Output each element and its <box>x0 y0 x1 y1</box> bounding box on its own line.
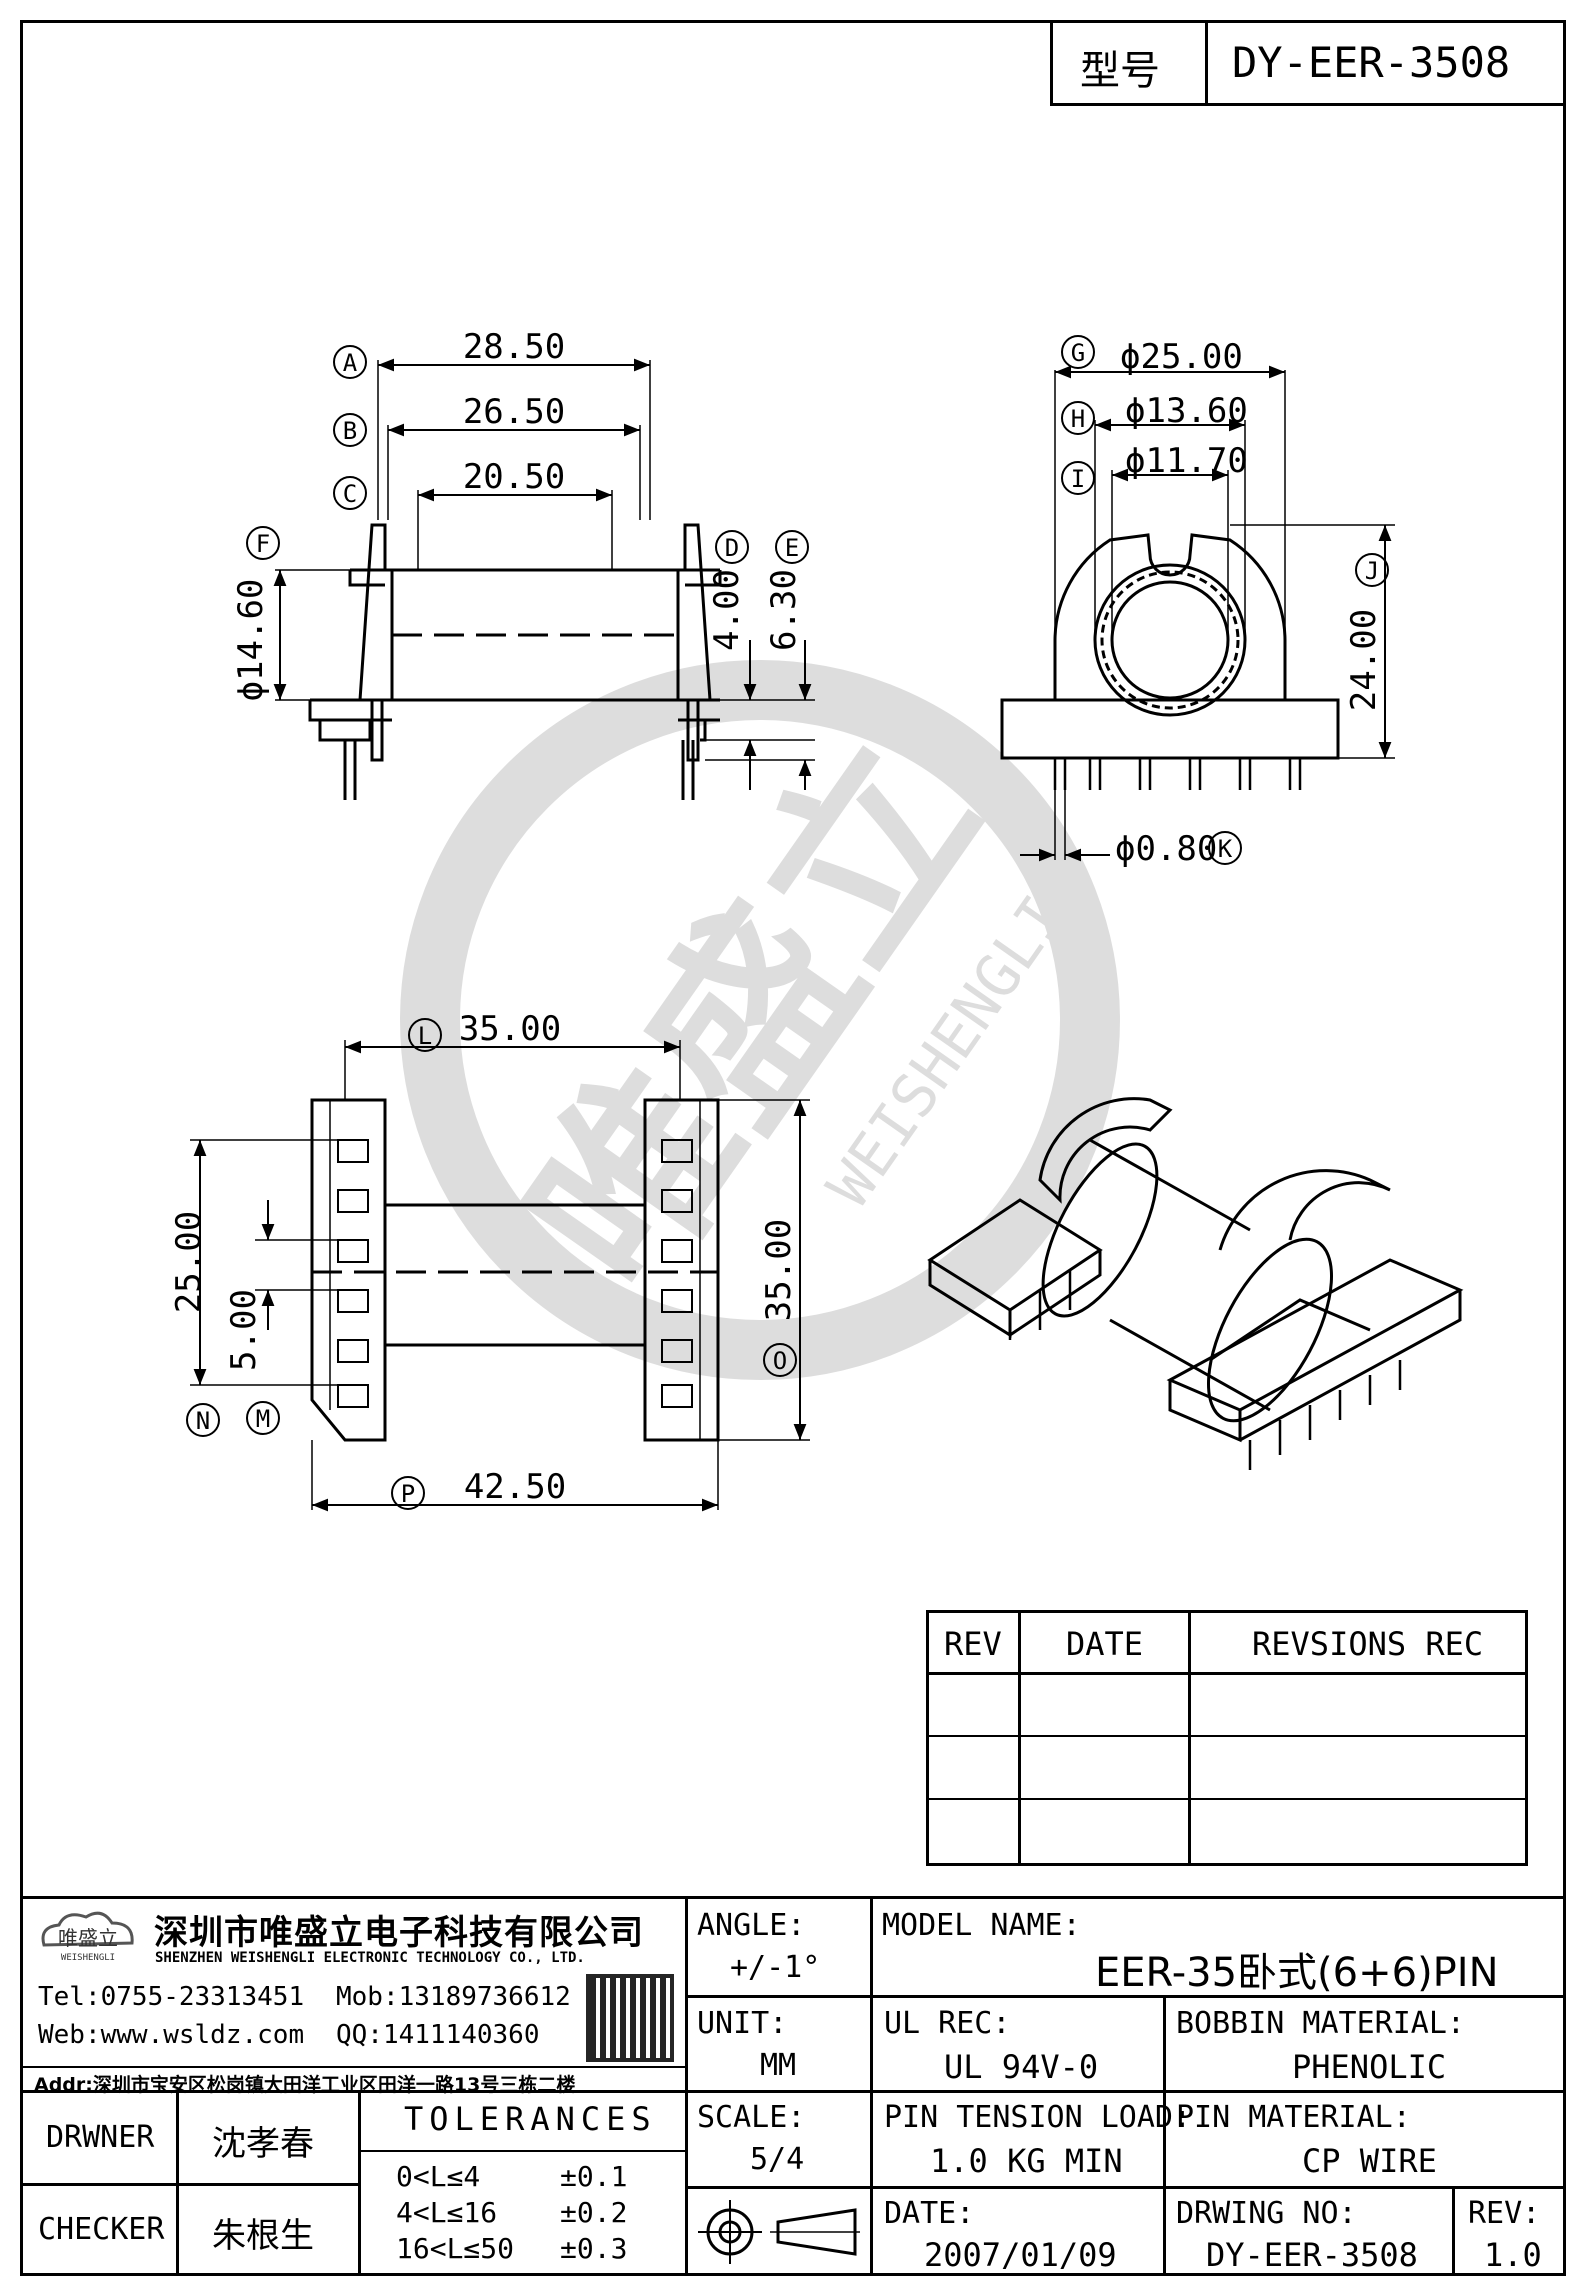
angle-value: +/-1° <box>730 1950 821 1985</box>
marker-g: G <box>1071 339 1085 367</box>
projection-symbol <box>690 2192 870 2272</box>
tolerance-range-3: 16<L≤50 <box>396 2232 515 2265</box>
drawing-no-label: DRWING NO: <box>1176 2196 1357 2231</box>
dim-e: 6.30 <box>764 569 804 651</box>
model-name-value: EER-35卧式(6+6)PIN <box>1095 1950 1499 1996</box>
marker-l: L <box>418 1022 432 1050</box>
marker-j: J <box>1365 557 1379 585</box>
model-name-label: MODEL NAME: <box>882 1908 1081 1943</box>
date-value: 2007/01/09 <box>924 2236 1117 2274</box>
pin-material-label: PIN MATERIAL: <box>1176 2100 1411 2135</box>
dim-l: 35.00 <box>459 1009 561 1049</box>
unit-value: MM <box>760 2048 797 2083</box>
marker-m: M <box>256 1405 270 1433</box>
checker-value: 朱根生 <box>212 2216 314 2256</box>
company-address: Addr:深圳市宝安区松岗镇大田洋工业区田洋一路13号三栋二楼 <box>34 2074 576 2096</box>
marker-f: F <box>256 530 270 558</box>
date-label: DATE: <box>884 2196 975 2231</box>
marker-h: H <box>1071 405 1085 433</box>
scale-label: SCALE: <box>697 2100 806 2135</box>
dim-j: 24.00 <box>1344 609 1384 711</box>
dim-p: 42.50 <box>464 1467 566 1507</box>
drawing-frame <box>20 20 1566 2276</box>
marker-d: D <box>725 534 739 562</box>
marker-i: I <box>1071 465 1085 493</box>
logo-text: 唯盛立 <box>58 1926 118 1950</box>
marker-e: E <box>785 534 799 562</box>
model-label: 型号 <box>1080 48 1160 94</box>
marker-c: C <box>343 480 357 508</box>
isometric-view <box>927 1097 1464 1470</box>
company-tel: Tel:0755-23313451 <box>38 1982 305 2012</box>
date-header: DATE <box>1066 1625 1144 1663</box>
ul-rec-value: UL 94V-0 <box>944 2048 1099 2086</box>
marker-b: B <box>343 417 357 445</box>
marker-a: A <box>343 349 358 377</box>
tolerances-title: TOLERANCES <box>404 2100 657 2138</box>
cloud-logo-icon: 唯盛立 WEISHENGLI <box>41 1911 134 1963</box>
dim-i: ϕ11.70 <box>1125 441 1248 481</box>
dim-b: 26.50 <box>463 392 565 432</box>
tolerance-range-2: 4<L≤16 <box>396 2196 498 2229</box>
unit-label: UNIT: <box>697 2006 788 2041</box>
company-logo: 唯盛立 WEISHENGLI <box>34 1905 142 1965</box>
revisions-rec-header: REVSIONS REC <box>1252 1625 1484 1663</box>
checker-label: CHECKER <box>38 2212 165 2247</box>
dim-c: 20.50 <box>463 457 565 497</box>
title-block <box>20 1896 1566 2276</box>
rev-value: 1.0 <box>1484 2236 1542 2274</box>
dim-a: 28.50 <box>463 327 565 367</box>
tolerance-value-2: ±0.2 <box>560 2196 628 2229</box>
pin-tension-label: PIN TENSION LOAD: <box>884 2100 1192 2135</box>
pin-tension-value: 1.0 KG MIN <box>930 2142 1123 2180</box>
marker-n: N <box>196 1407 210 1435</box>
marker-p: P <box>401 1480 415 1508</box>
dim-k: ϕ0.80 <box>1115 829 1217 869</box>
company-mob: Mob:13189736612 <box>336 1982 571 2012</box>
drawer-label: DRWNER <box>46 2120 155 2155</box>
dim-g: ϕ25.00 <box>1120 337 1243 377</box>
side-view-markers <box>246 345 809 564</box>
technical-drawing: 唯盛立 WEISHENGLI <box>169 327 1464 1512</box>
company-web: Web:www.wsldz.com <box>38 2020 305 2050</box>
company-qq: QQ:1411140360 <box>336 2020 540 2050</box>
ul-rec-label: UL REC: <box>884 2006 1011 2041</box>
third-angle-projection-icon <box>698 2200 860 2264</box>
dim-f: ϕ14.60 <box>231 579 271 702</box>
angle-label: ANGLE: <box>697 1908 806 1943</box>
qr-code <box>586 1974 674 2062</box>
model-header-divider <box>1205 20 1208 106</box>
dim-n: 25.00 <box>169 1211 209 1313</box>
drawer-value: 沈孝春 <box>212 2124 314 2164</box>
marker-o: O <box>773 1347 787 1375</box>
bobbin-material-label: BOBBIN MATERIAL: <box>1176 2006 1465 2041</box>
company-name-cn: 深圳市唯盛立电子科技有限公司 <box>154 1913 644 1953</box>
model-header-box <box>1050 20 1566 106</box>
rev-label: REV: <box>1468 2196 1541 2231</box>
tolerance-value-3: ±0.3 <box>560 2232 628 2265</box>
marker-k: K <box>1218 835 1233 863</box>
scale-value: 5/4 <box>750 2142 805 2177</box>
dim-d: 4.00 <box>707 569 747 651</box>
side-view-labels: 28.50 26.50 20.50 ϕ14.60 4.00 6.30 <box>231 327 804 701</box>
dim-m: 5.00 <box>224 1289 264 1371</box>
pin-material-value: CP WIRE <box>1302 2142 1437 2180</box>
logo-subtext: WEISHENGLI <box>61 1953 115 1963</box>
bobbin-material-value: PHENOLIC <box>1292 2048 1447 2086</box>
tolerance-range-1: 0<L≤4 <box>396 2160 481 2193</box>
company-name-en: SHENZHEN WEISHENGLI ELECTRONIC TECHNOLOG… <box>155 1950 585 1966</box>
revision-table <box>926 1610 1528 1866</box>
dim-h: ϕ13.60 <box>1125 391 1248 431</box>
end-view <box>1000 365 1395 862</box>
tolerance-value-1: ±0.1 <box>560 2160 628 2193</box>
bottom-view <box>190 1040 810 1512</box>
side-view <box>273 358 815 800</box>
model-number: DY-EER-3508 <box>1232 38 1511 87</box>
dim-o: 35.00 <box>759 1219 799 1321</box>
drawing-no-value: DY-EER-3508 <box>1206 2236 1418 2274</box>
rev-header: REV <box>944 1625 1002 1663</box>
